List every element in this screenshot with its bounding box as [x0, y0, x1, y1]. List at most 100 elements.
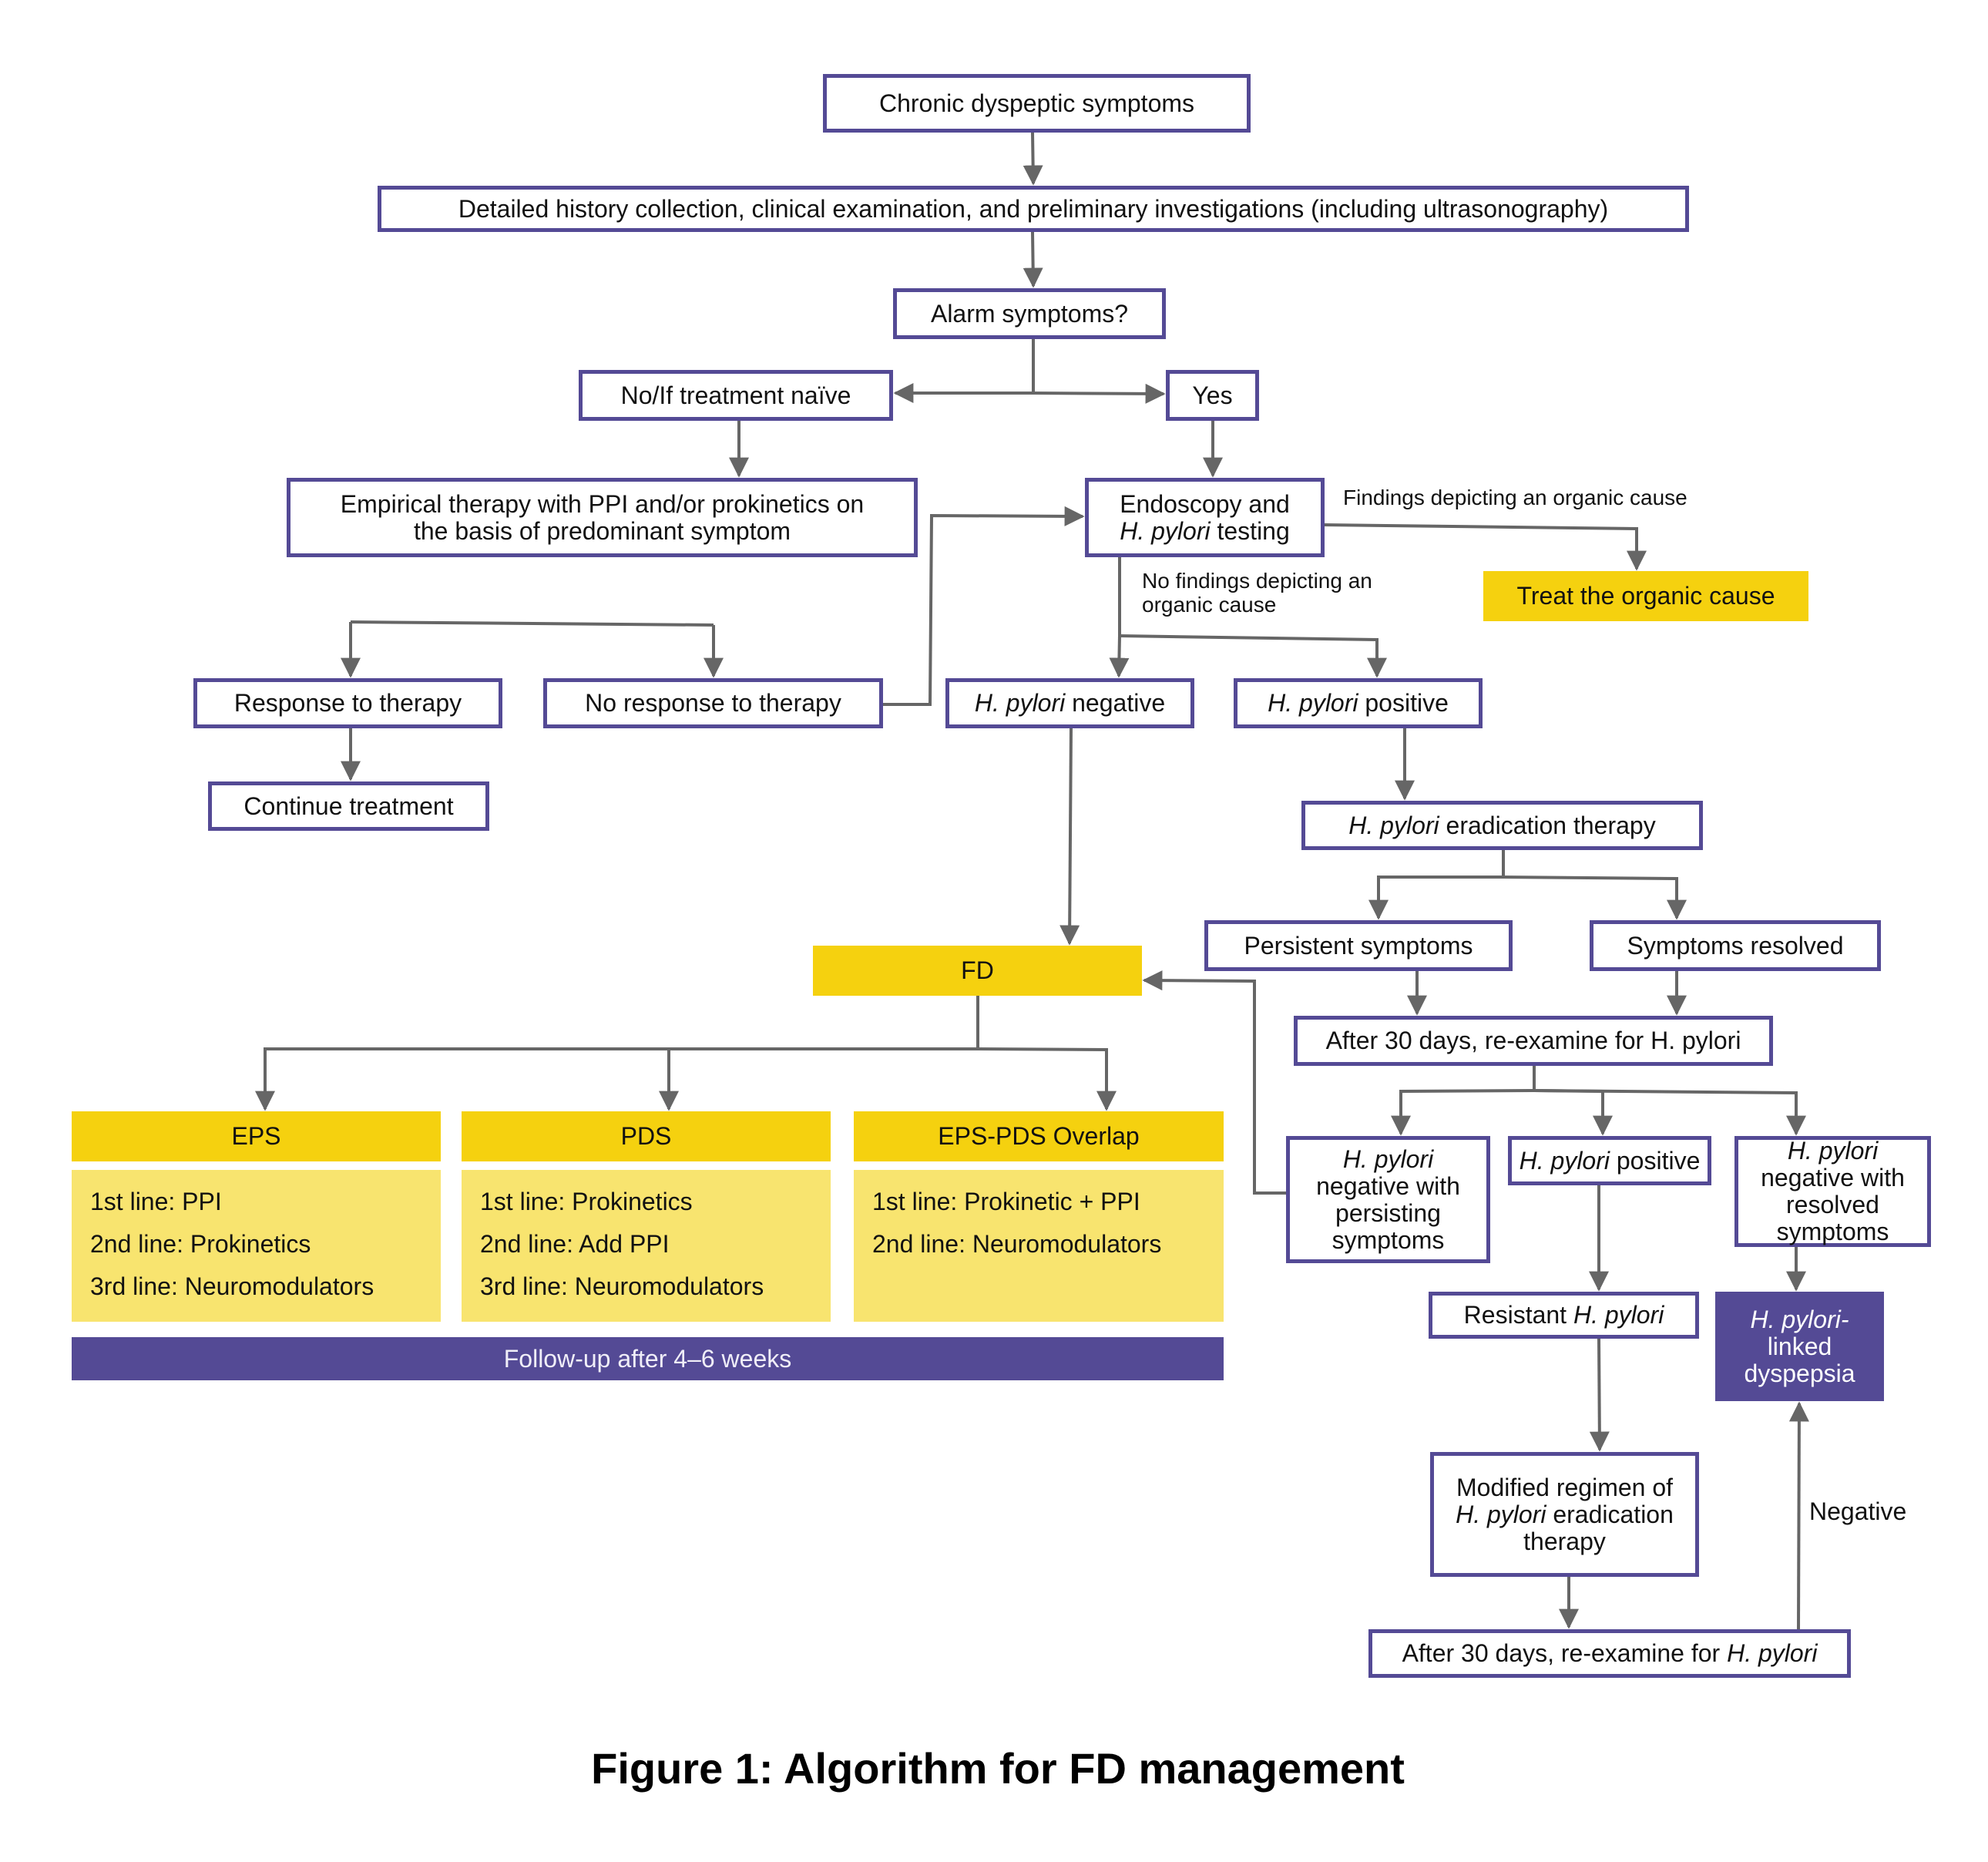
node-after-30-days-final: After 30 days, re-examine for H. pylori	[1368, 1629, 1851, 1678]
node-label: H. pylori eradication therapy	[1348, 812, 1655, 839]
italic-term: H. pylori	[1456, 1500, 1546, 1528]
italic-term: H. pylori	[1519, 1146, 1610, 1175]
therapy-line: 1st line: PPI	[90, 1188, 222, 1215]
arrow-after30b-to-linked	[1788, 1401, 1809, 1630]
node-label: After 30 days, re-examine for H. pylori	[1402, 1640, 1818, 1667]
node-label: Resistant H. pylori	[1464, 1302, 1664, 1329]
node-label: Persistent symptoms	[1244, 931, 1473, 960]
subtype-header-eps: EPS	[72, 1111, 441, 1161]
italic-term: H. pylori	[1342, 1144, 1434, 1173]
node-label: Yes	[1192, 381, 1233, 409]
node-label-line1: Empirical therapy with PPI and/or prokin…	[340, 489, 865, 518]
node-resistant-hp: Resistant H. pylori	[1429, 1292, 1699, 1339]
italic-term: H. pylori	[974, 689, 1066, 717]
node-alarm-symptoms: Alarm symptoms?	[893, 288, 1166, 339]
edge-label-findings: Findings depicting an organic cause	[1343, 486, 1687, 509]
therapy-line: 2nd line: Prokinetics	[90, 1230, 311, 1258]
node-label: H. pylori-linked dyspepsia	[1715, 1306, 1884, 1387]
node-modified-regimen: Modified regimen of H. pylori eradicatio…	[1430, 1452, 1699, 1577]
node-label-rest: positive	[1358, 689, 1449, 717]
node-label-rest: eradication	[1546, 1500, 1674, 1528]
node-label-rest: testing	[1210, 516, 1290, 545]
node-label-rest: negative with persisting symptoms	[1316, 1171, 1460, 1254]
node-label: No response to therapy	[585, 689, 841, 717]
arrow-to-hp-positive	[1119, 634, 1387, 678]
node-label: After 30 days, re-examine for H. pylori	[1325, 1027, 1741, 1054]
node-label: Continue treatment	[243, 792, 454, 820]
arrow-hp-negative-to-fd	[1059, 728, 1080, 946]
italic-term: H. pylori	[1348, 811, 1439, 839]
italic-term: H. pylori-	[1750, 1305, 1849, 1333]
node-label: Alarm symptoms?	[930, 299, 1129, 328]
node-label-line1: Modified regimen of	[1456, 1473, 1674, 1501]
node-eradication-therapy: H. pylori eradication therapy	[1301, 801, 1703, 850]
therapy-line: 2nd line: Add PPI	[480, 1230, 670, 1258]
node-label: No/If treatment naïve	[620, 381, 851, 409]
node-label-rest: negative with resolved symptoms	[1761, 1164, 1905, 1245]
italic-term: H. pylori	[1727, 1639, 1818, 1667]
arrow-endoscopy-to-treat	[1324, 523, 1647, 571]
node-label: Symptoms resolved	[1627, 931, 1844, 960]
node-label: H. pylori positive	[1268, 690, 1449, 717]
line-response-split	[350, 620, 714, 627]
arrow-to-persistent	[1368, 876, 1503, 920]
subtype-header-overlap: EPS-PDS Overlap	[854, 1111, 1224, 1161]
edge-label-negative: Negative	[1809, 1497, 1907, 1525]
edge-label-line1: No findings depicting an	[1142, 569, 1372, 593]
node-label-line1: Endoscopy and	[1120, 489, 1290, 518]
subtype-title: EPS-PDS Overlap	[938, 1122, 1140, 1150]
arrow-fd-to-eps	[255, 1047, 978, 1111]
arrow-to-neg-resolved	[1533, 1089, 1806, 1136]
node-hp-negative: H. pylori negative	[945, 678, 1194, 728]
followup-label: Follow-up after 4–6 weeks	[503, 1344, 792, 1373]
arrow-resistant-to-modified	[1589, 1338, 1610, 1452]
node-empirical-therapy: Empirical therapy with PPI and/or prokin…	[287, 478, 918, 557]
arrow-alarm-to-yes	[1033, 383, 1166, 404]
subtype-header-pds: PDS	[462, 1111, 831, 1161]
node-label-rest: eradication therapy	[1439, 811, 1656, 839]
node-label: Detailed history collection, clinical ex…	[458, 194, 1609, 223]
node-history-collection: Detailed history collection, clinical ex…	[378, 186, 1689, 232]
node-label-rest: After 30 days, re-examine for	[1402, 1639, 1728, 1667]
subtype-body-pds: 1st line: Prokinetics 2nd line: Add PPI …	[462, 1170, 831, 1322]
edge-label-line2: organic cause	[1142, 593, 1277, 617]
arrow-to-hp-negative	[1109, 635, 1130, 678]
node-label: FD	[961, 956, 994, 984]
arrow-to-resolved	[1503, 876, 1687, 920]
arrow-neg-persisting-to-fd	[1142, 970, 1286, 1195]
italic-term: H. pylori	[1787, 1137, 1879, 1165]
node-label: H. pylori positive	[1519, 1146, 1701, 1175]
node-fd: FD	[813, 946, 1142, 996]
figure-caption: Figure 1: Algorithm for FD management	[591, 1744, 1405, 1793]
node-label-line2: H. pylori testing	[1120, 516, 1290, 545]
arrow-no-response-to-endoscopy	[883, 506, 1085, 706]
node-response-to-therapy: Response to therapy	[193, 678, 502, 728]
arrow-fd-to-overlap	[977, 1047, 1117, 1111]
arrow-to-pos2	[1533, 1089, 1613, 1136]
therapy-line: 1st line: Prokinetics	[480, 1188, 693, 1215]
node-label: Response to therapy	[233, 689, 462, 717]
node-label: H. pylori negative	[975, 690, 1165, 717]
therapy-line: 3rd line: Neuromodulators	[480, 1272, 764, 1300]
node-endoscopy-testing: Endoscopy and H. pylori testing	[1085, 478, 1325, 557]
node-continue-treatment: Continue treatment	[208, 781, 489, 831]
node-label-line2: the basis of predominant symptom	[413, 516, 791, 545]
node-yes: Yes	[1166, 370, 1259, 421]
node-label: Treat the organic cause	[1516, 582, 1775, 610]
subtype-title: PDS	[620, 1122, 672, 1150]
node-chronic-symptoms: Chronic dyspeptic symptoms	[823, 74, 1251, 133]
node-after-30-days: After 30 days, re-examine for H. pylori	[1294, 1016, 1773, 1066]
arrow-to-neg-persisting	[1391, 1089, 1535, 1136]
node-hp-positive-recheck: H. pylori positive	[1508, 1136, 1711, 1185]
node-treat-organic-cause: Treat the organic cause	[1483, 571, 1808, 621]
italic-term: H. pylori	[1573, 1301, 1664, 1329]
therapy-line: 1st line: Prokinetic + PPI	[872, 1188, 1140, 1215]
node-persistent-symptoms: Persistent symptoms	[1204, 920, 1513, 971]
node-symptoms-resolved: Symptoms resolved	[1590, 920, 1881, 971]
node-no-response-to-therapy: No response to therapy	[543, 678, 883, 728]
